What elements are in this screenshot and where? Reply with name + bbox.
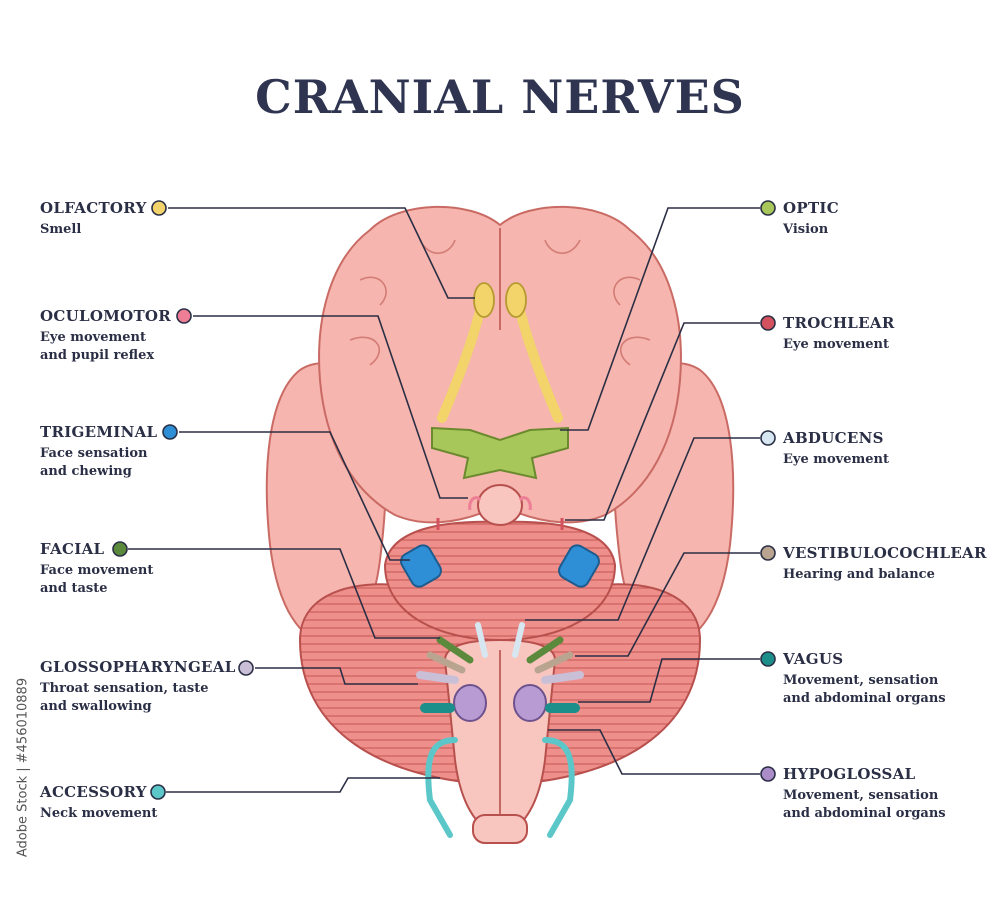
nerve-desc-line: Eye movement bbox=[783, 452, 889, 467]
nerve-name: VAGUS bbox=[783, 650, 844, 668]
label-facial: FACIAL Face movement and taste bbox=[40, 540, 270, 598]
stock-watermark: Adobe Stock | #456010889 bbox=[8, 660, 31, 890]
leader-lines bbox=[128, 207, 760, 793]
nerve-desc-line: Eye movement bbox=[783, 337, 889, 352]
nerve-dot-oculomotor bbox=[176, 308, 192, 324]
cranial-nerve-roots bbox=[416, 622, 584, 838]
nerve-desc-line: and swallowing bbox=[40, 699, 152, 714]
nerve-desc-line: and abdominal organs bbox=[783, 806, 946, 821]
nerve-desc-line: Neck movement bbox=[40, 806, 158, 821]
frontal-lobes bbox=[318, 205, 682, 524]
brainstem bbox=[443, 638, 557, 844]
watermark-text: Adobe Stock | #456010889 bbox=[15, 677, 31, 858]
pons bbox=[383, 520, 617, 642]
nerve-dot-accessory bbox=[150, 784, 166, 800]
nerve-desc-line: Movement, sensation bbox=[783, 673, 939, 688]
nerve-name: FACIAL bbox=[40, 540, 105, 558]
nerve-desc-line: Face sensation bbox=[40, 446, 148, 461]
label-vestibulocochlear: VESTIBULOCOCHLEAR Hearing and balance bbox=[783, 544, 993, 584]
nerve-desc-line: and abdominal organs bbox=[783, 691, 946, 706]
nerve-name: TROCHLEAR bbox=[783, 314, 895, 332]
label-optic: OPTIC Vision bbox=[783, 199, 993, 239]
nerve-desc-line: and taste bbox=[40, 581, 108, 596]
nerve-name: ABDUCENS bbox=[783, 429, 884, 447]
nerve-dot-vestibulocochlear bbox=[760, 545, 776, 561]
nerve-desc-line: and pupil reflex bbox=[40, 348, 155, 363]
nerve-name: HYPOGLOSSAL bbox=[783, 765, 916, 783]
nerve-color-dots bbox=[112, 200, 776, 800]
label-trochlear: TROCHLEAR Eye movement bbox=[783, 314, 993, 354]
olfactory-nerve bbox=[437, 282, 563, 423]
label-vagus: VAGUS Movement, sensation and abdominal o… bbox=[783, 650, 993, 708]
page-title: CRANIAL NERVES bbox=[255, 70, 745, 124]
nerve-desc-line: and chewing bbox=[40, 464, 132, 479]
nerve-desc-line: Smell bbox=[40, 222, 82, 237]
label-olfactory: OLFACTORY Smell bbox=[40, 199, 270, 239]
nerve-name: VESTIBULOCOCHLEAR bbox=[783, 544, 987, 562]
nerve-dot-hypoglossal bbox=[760, 766, 776, 782]
nerve-name: OPTIC bbox=[783, 199, 839, 217]
label-accessory: ACCESSORY Neck movement bbox=[40, 783, 270, 823]
nerve-desc-line: Hearing and balance bbox=[783, 567, 935, 582]
label-oculomotor: OCULOMOTOR Eye movement and pupil reflex bbox=[40, 307, 270, 365]
nerve-desc-line: Throat sensation, taste bbox=[40, 681, 209, 696]
nerve-desc-line: Movement, sensation bbox=[783, 788, 939, 803]
trigeminal-nerve bbox=[400, 544, 600, 588]
nerve-name: ACCESSORY bbox=[40, 783, 147, 801]
nerve-name: TRIGEMINAL bbox=[40, 423, 158, 441]
nerve-name: GLOSSOPHARYNGEAL bbox=[40, 658, 236, 676]
nerve-name: OLFACTORY bbox=[40, 199, 147, 217]
label-abducens: ABDUCENS Eye movement bbox=[783, 429, 993, 469]
nerve-dot-glossopharyngeal bbox=[238, 660, 254, 676]
nerve-dot-trochlear bbox=[760, 315, 776, 331]
nerve-name: OCULOMOTOR bbox=[40, 307, 172, 325]
nerve-desc-line: Face movement bbox=[40, 563, 154, 578]
nerve-desc-line: Vision bbox=[783, 222, 829, 237]
label-glossopharyngeal: GLOSSOPHARYNGEAL Throat sensation, taste… bbox=[40, 658, 270, 716]
nerve-dot-olfactory bbox=[151, 200, 167, 216]
label-trigeminal: TRIGEMINAL Face sensation and chewing bbox=[40, 423, 270, 481]
nerve-dot-vagus bbox=[760, 651, 776, 667]
label-hypoglossal: HYPOGLOSSAL Movement, sensation and abdom… bbox=[783, 765, 993, 823]
nerve-dot-optic bbox=[760, 200, 776, 216]
optic-chiasm bbox=[431, 426, 569, 480]
nerve-dot-abducens bbox=[760, 430, 776, 446]
nerve-dot-trigeminal bbox=[162, 424, 178, 440]
nerve-desc-line: Eye movement bbox=[40, 330, 146, 345]
nerve-dot-facial bbox=[112, 541, 128, 557]
